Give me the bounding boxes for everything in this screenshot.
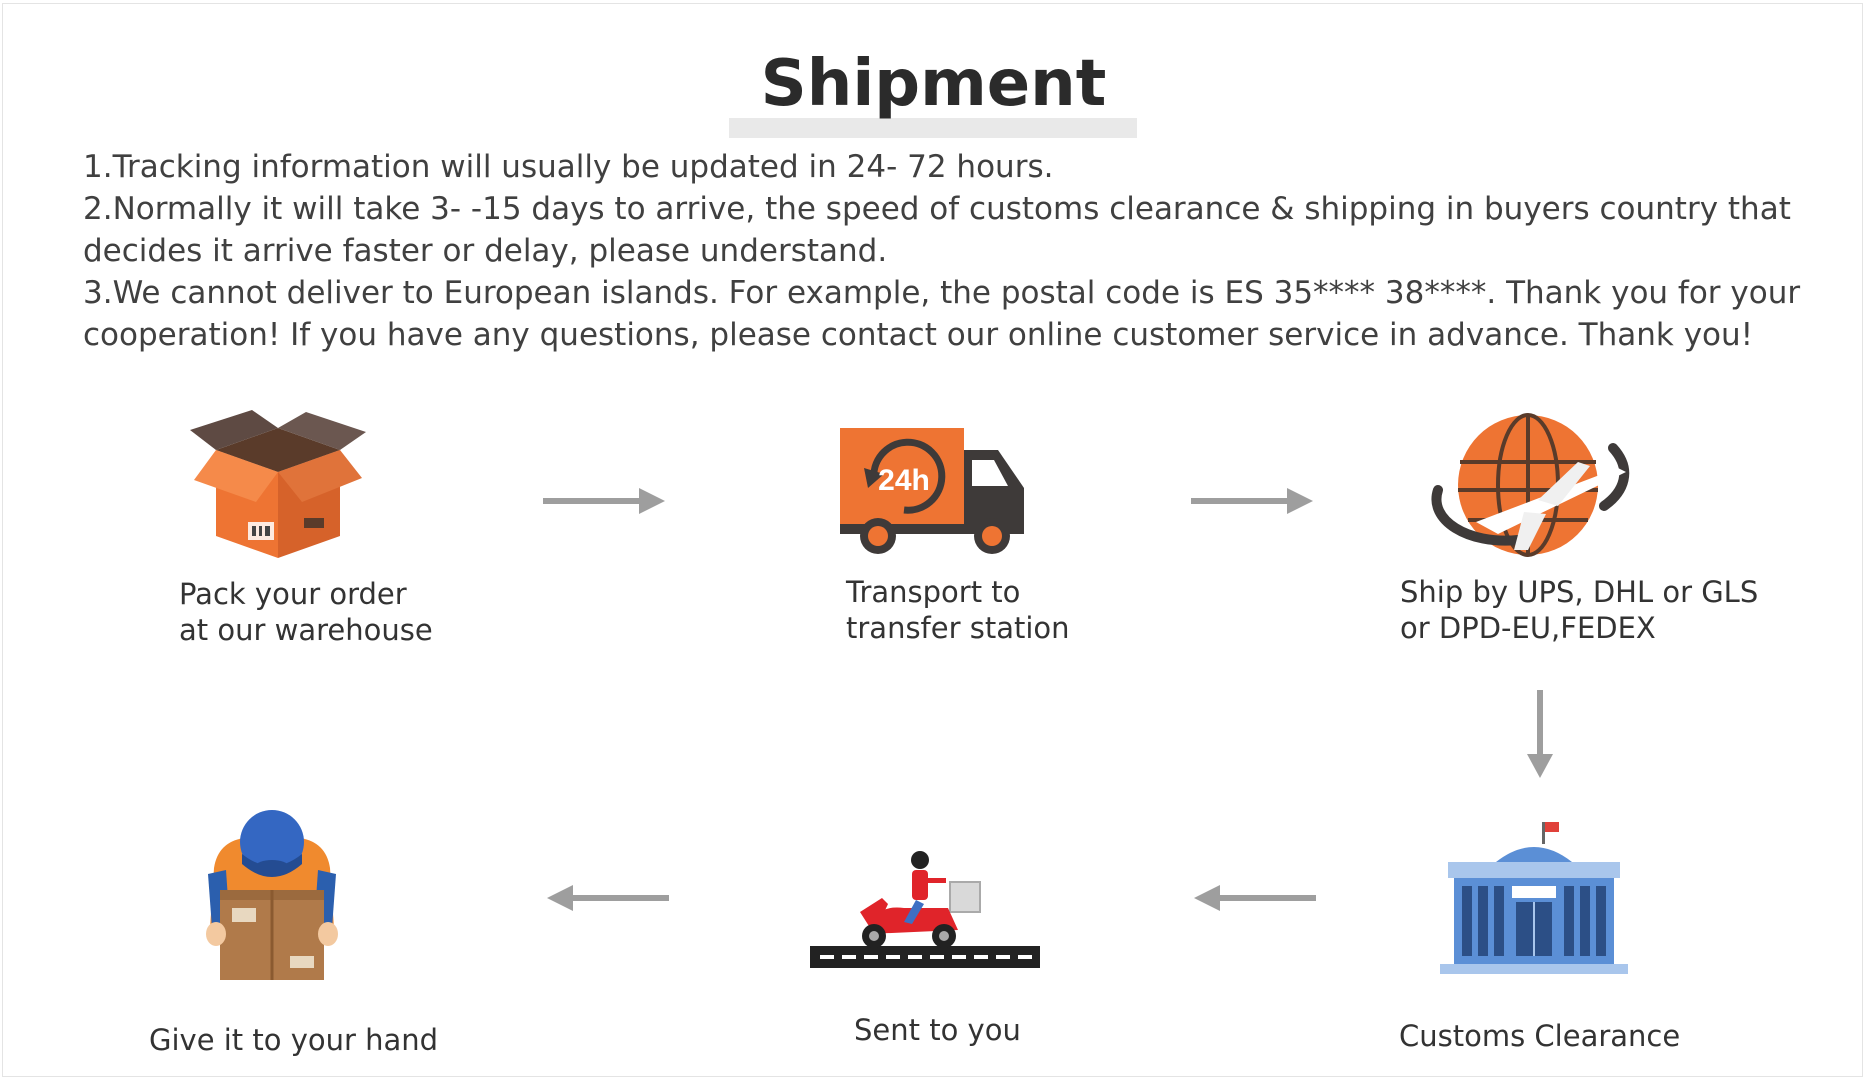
arrow-right-icon [1191, 488, 1313, 514]
arrow-left-icon [547, 885, 669, 911]
shipping-notes: 1.Tracking information will usually be u… [83, 146, 1803, 356]
step-pack-line2: at our warehouse [179, 613, 433, 647]
step-ship-label: Ship by UPS, DHL or GLS or DPD-EU,FEDEX [1400, 574, 1758, 646]
step-transport-label: Transport to transfer station [846, 574, 1070, 646]
customs-building-icon [1440, 822, 1628, 974]
step-customs-label: Customs Clearance [1399, 1019, 1681, 1053]
courier-holding-box-icon [206, 810, 338, 980]
delivery-truck-icon: 24h [840, 428, 1024, 554]
arrow-down-icon [1527, 690, 1553, 778]
page-frame [2, 3, 1863, 1077]
box-icon [190, 410, 366, 558]
page-title: Shipment [760, 47, 1107, 121]
step-pack-label: Pack your order at our warehouse [179, 576, 433, 648]
step-ship-line2: or DPD-EU,FEDEX [1400, 611, 1656, 645]
step-sent-label: Sent to you [854, 1013, 1021, 1047]
step-transport-line2: transfer station [846, 611, 1070, 645]
step-hand-label: Give it to your hand [149, 1023, 439, 1057]
step-transport-line1: Transport to [846, 575, 1021, 609]
scooter-courier-icon [810, 851, 1040, 968]
arrow-right-icon [543, 488, 665, 514]
note-delivery-time: 2.Normally it will take 3- -15 days to a… [83, 191, 1791, 269]
arrow-left-icon [1194, 885, 1316, 911]
truck-badge-text: 24h [878, 464, 930, 497]
step-ship-line1: Ship by UPS, DHL or GLS [1400, 575, 1759, 609]
globe-airplane-icon [1431, 413, 1630, 557]
title-underline [729, 118, 1137, 138]
note-tracking: 1.Tracking information will usually be u… [83, 149, 1054, 185]
note-islands: 3.We cannot deliver to European islands.… [83, 275, 1801, 353]
step-pack-line1: Pack your order [179, 577, 407, 611]
